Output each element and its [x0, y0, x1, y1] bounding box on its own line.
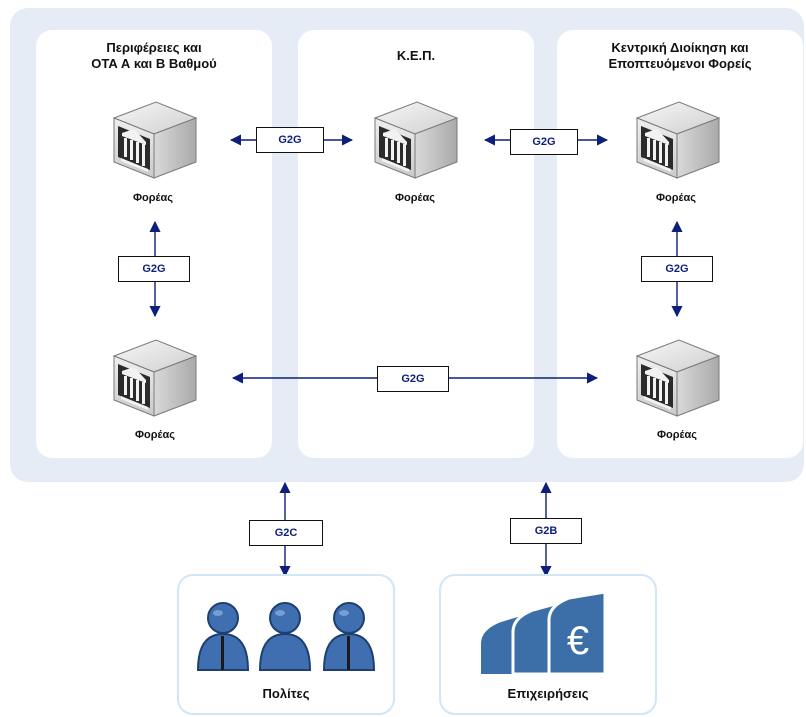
- node-label: Φορέας: [656, 192, 696, 204]
- institution-server-icon: [104, 334, 204, 420]
- institution-server-icon: [365, 96, 465, 182]
- link-g2g-right-vertical: G2G: [641, 256, 713, 282]
- panel-kep-title: Κ.Ε.Π.: [396, 48, 436, 63]
- link-g2b: G2B: [510, 518, 582, 544]
- panel-kep: Κ.Ε.Π.: [298, 30, 534, 458]
- person-icon: [259, 602, 311, 671]
- person-icon: [323, 602, 375, 671]
- svg-text:€: €: [567, 619, 589, 663]
- citizens-box: Πολίτες: [177, 574, 395, 715]
- link-g2g-left-vertical: G2G: [118, 256, 190, 282]
- node-label: Φορέας: [135, 429, 175, 441]
- institution-server-icon: [627, 96, 727, 182]
- institution-server-icon: [104, 96, 204, 182]
- node-label: Φορέας: [133, 192, 173, 204]
- link-g2g-mid-right: G2G: [510, 129, 578, 155]
- institution-server-icon: [627, 334, 727, 420]
- panel-regions-title: Περιφέρειες και ΟΤΑ Α και Β Βαθμού: [91, 40, 217, 71]
- business-label: Επιχειρήσεις: [507, 686, 589, 701]
- euro-buildings-icon: €: [481, 592, 607, 676]
- citizens-label: Πολίτες: [262, 686, 310, 701]
- link-g2g-bottom: G2G: [377, 366, 449, 392]
- panel-central-title: Κεντρική Διοίκηση και Εποπτευόμενοι Φορε…: [608, 40, 752, 71]
- citizens-icons: [197, 602, 375, 671]
- node-label: Φορέας: [395, 192, 435, 204]
- node-label: Φορέας: [657, 429, 697, 441]
- link-g2c: G2C: [249, 520, 323, 546]
- person-icon: [197, 602, 249, 671]
- link-g2g-left-mid: G2G: [256, 127, 324, 153]
- business-box: € Επιχειρήσεις: [439, 574, 657, 715]
